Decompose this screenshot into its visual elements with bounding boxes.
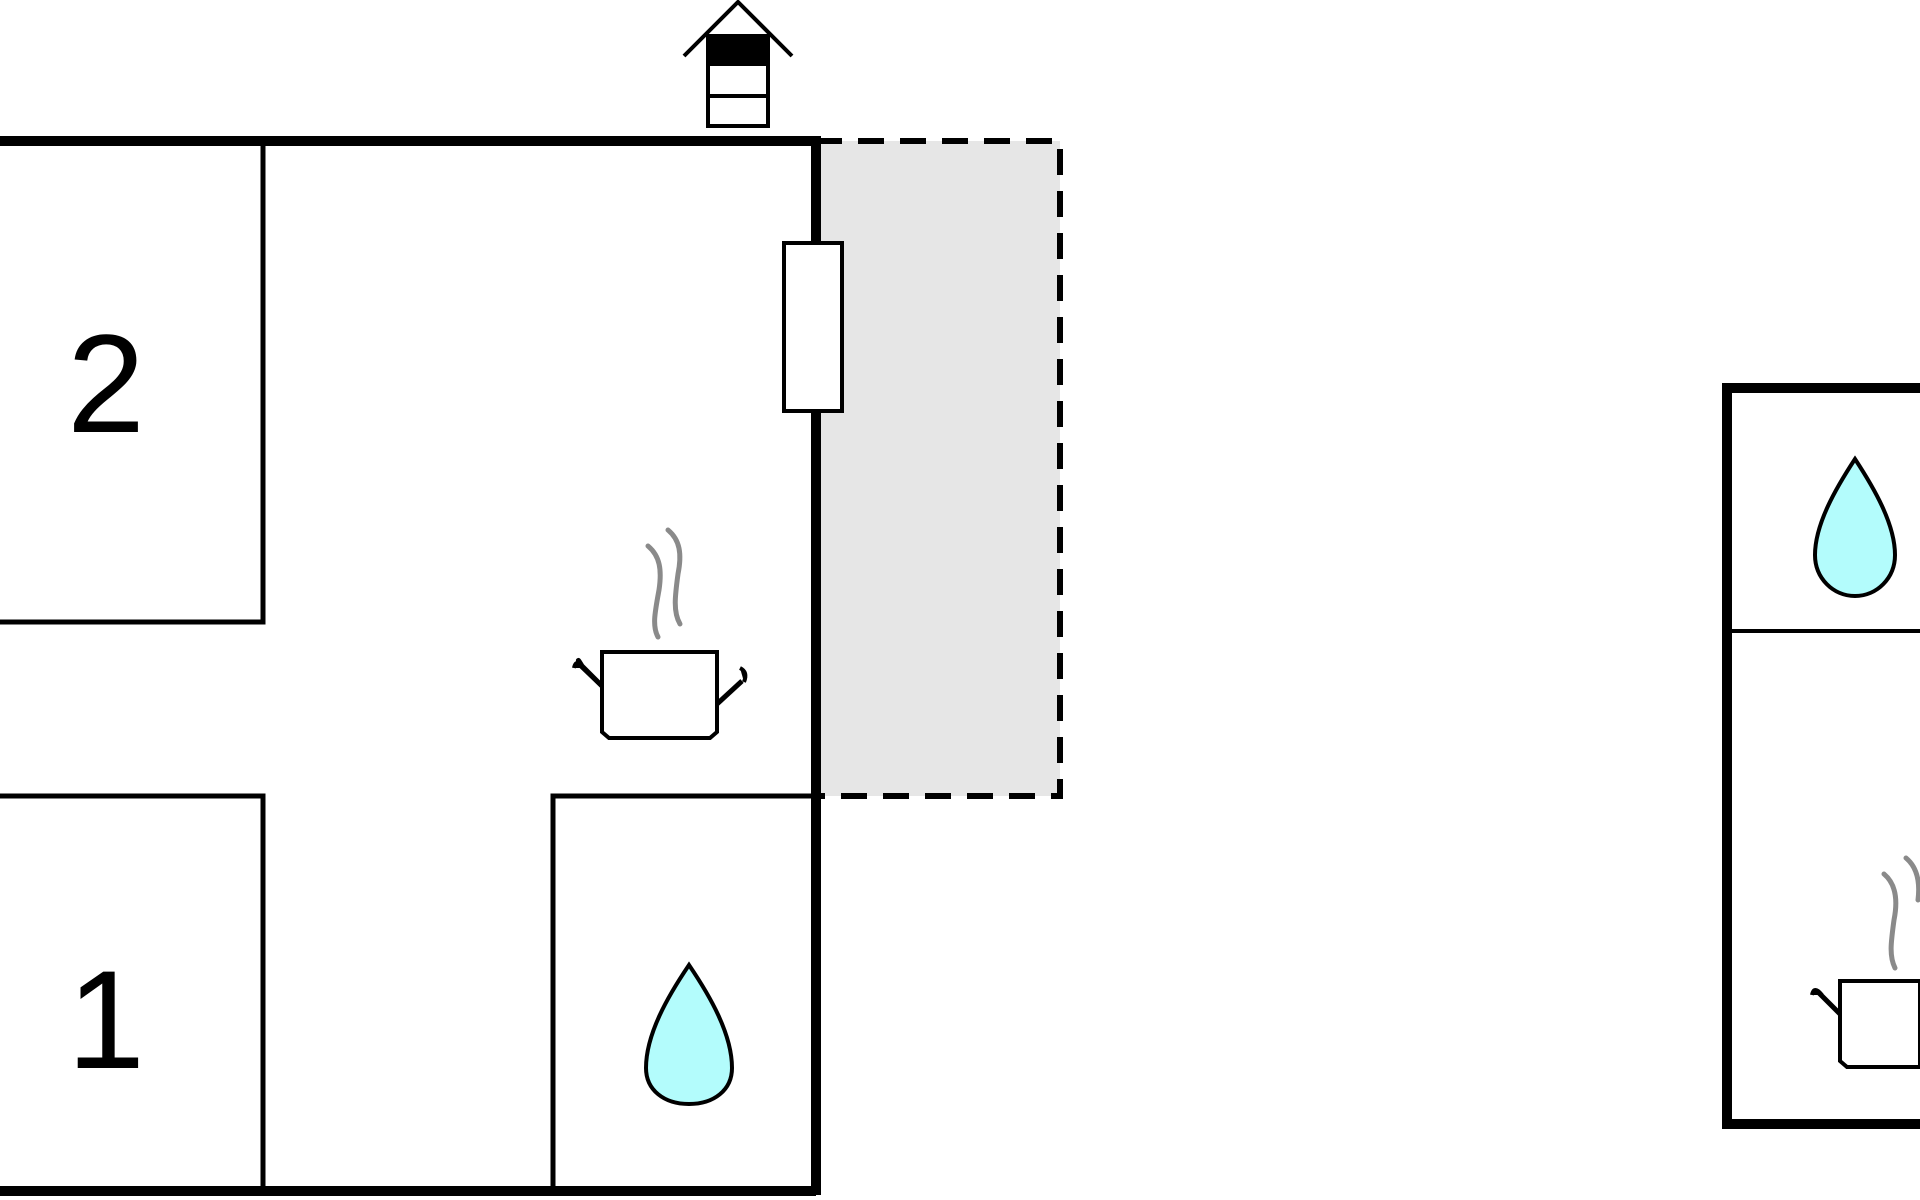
cooking-pot-icon: [572, 527, 748, 740]
unit-left-walls: [0, 136, 821, 1196]
room-2-label: 2: [67, 305, 145, 462]
terrace-outline: [816, 138, 1063, 799]
entrance-house-icon: [682, 0, 794, 128]
water-drop-icon: [643, 961, 735, 1107]
cooking-pot-icon: [1810, 855, 1920, 1069]
water-drop-icon: [1812, 455, 1898, 599]
wall-bathroom: [550, 793, 816, 1191]
terrace-fill: [816, 141, 1060, 796]
window-icon: [782, 241, 844, 413]
outer-wall-top-right: [0, 136, 821, 1195]
interior-walls: [0, 141, 816, 1191]
room-1-label: 1: [67, 941, 145, 1098]
wall-room-2: [0, 141, 266, 625]
wall-room-1: [0, 793, 266, 1191]
unit-right-outer-wall: [1722, 383, 1920, 1129]
terrace: [816, 138, 1063, 799]
unit-right: [1722, 383, 1920, 1129]
